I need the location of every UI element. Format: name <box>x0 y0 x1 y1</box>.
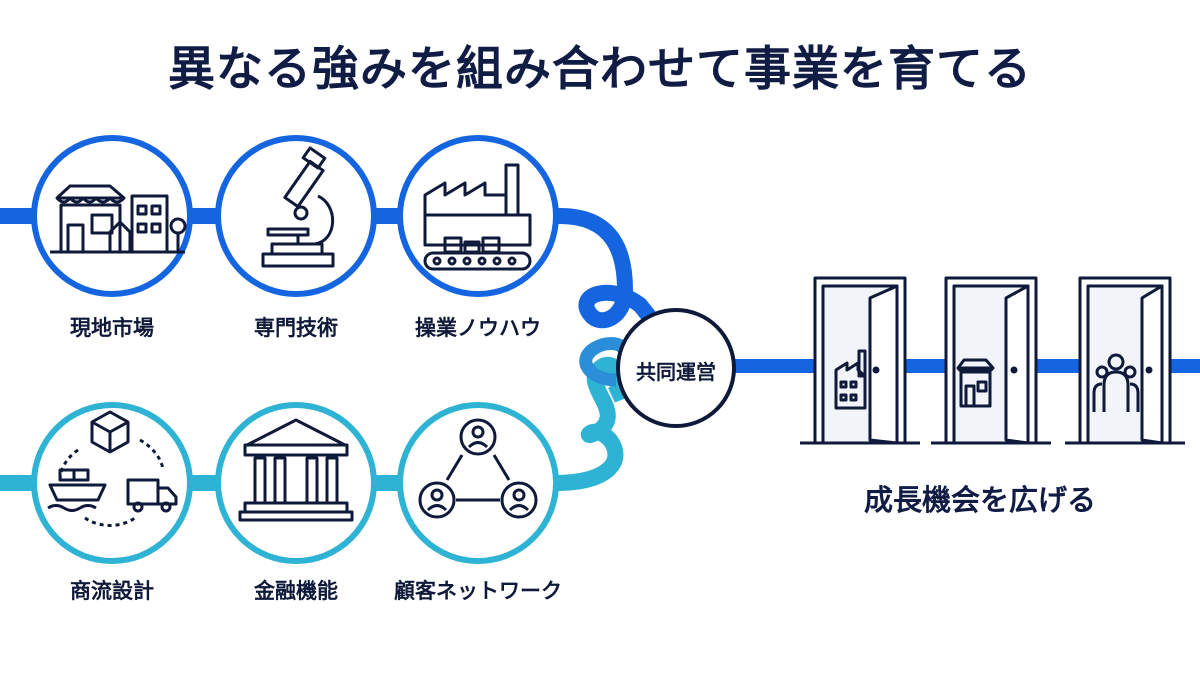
storefront-icon <box>50 184 187 254</box>
bottom-circle-network <box>397 402 559 564</box>
page-title: 異なる強みを組み合わせて事業を育てる <box>168 42 1032 97</box>
door-3 <box>1065 276 1185 445</box>
label-local-market: 現地市場 <box>70 316 154 340</box>
top-circle-operations <box>397 135 559 297</box>
label-commerce: 商流設計 <box>70 579 154 603</box>
microscope-icon <box>261 146 335 268</box>
door-1 <box>800 276 920 445</box>
door-2 <box>931 276 1051 445</box>
bottom-flow-line <box>0 357 638 491</box>
door-people-icon <box>1092 353 1140 412</box>
top-flow-line <box>0 208 668 338</box>
hub-circle <box>616 308 736 428</box>
label-expertise: 専門技術 <box>254 316 338 340</box>
top-circle-local-market <box>31 135 193 297</box>
label-finance: 金融機能 <box>254 579 338 603</box>
bank-icon <box>238 418 354 522</box>
bottom-circle-finance <box>215 402 377 564</box>
top-circle-expertise <box>215 135 377 297</box>
label-operations: 操業ノウハウ <box>415 316 541 340</box>
hub-label: 共同運営 <box>636 360 716 384</box>
bottom-circle-commerce <box>31 402 193 564</box>
result-label: 成長機会を広げる <box>863 483 1096 517</box>
door-factory-icon <box>834 349 867 410</box>
network-icon <box>418 418 538 519</box>
door-shop-icon <box>956 358 995 408</box>
label-network: 顧客ネットワーク <box>394 579 562 603</box>
factory-icon <box>423 163 532 271</box>
logistics-cycle-icon <box>47 410 178 527</box>
